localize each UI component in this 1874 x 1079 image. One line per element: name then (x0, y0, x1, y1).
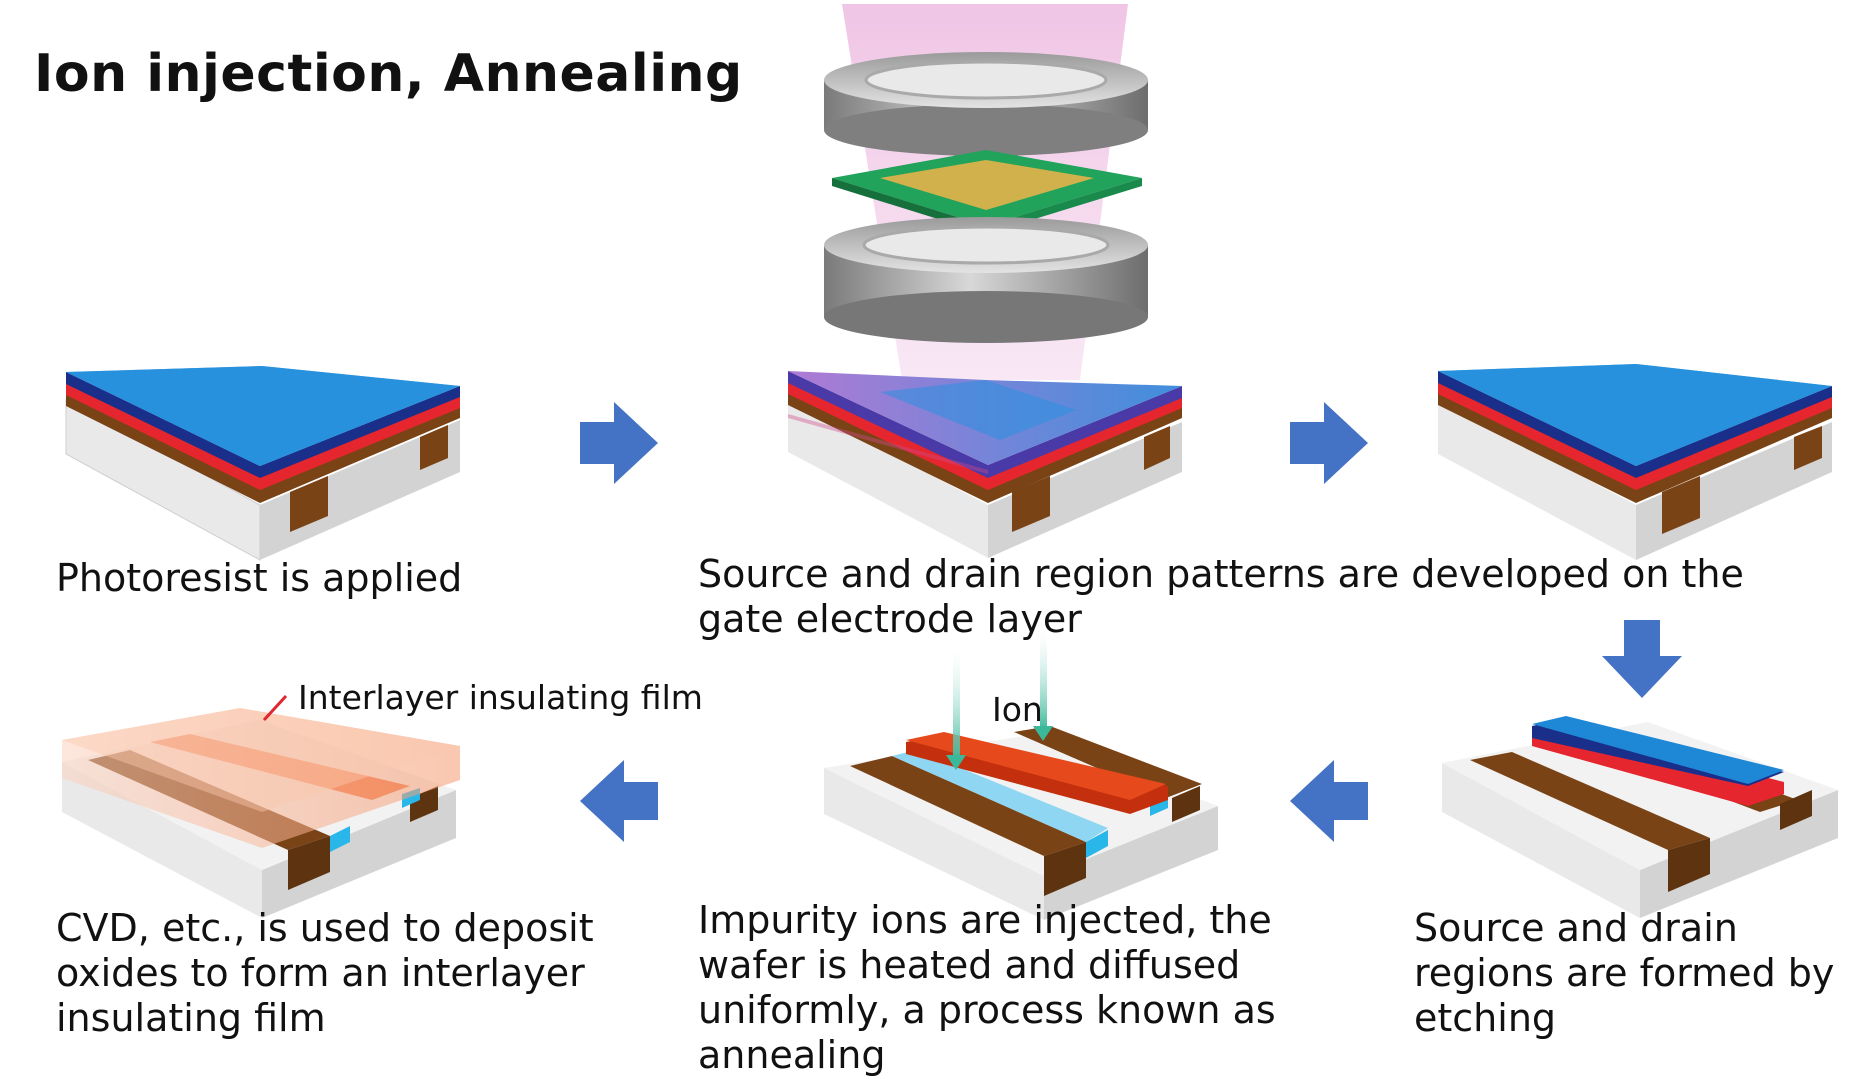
wafer-photoresist-applied (65, 366, 460, 561)
upper-lens (824, 52, 1148, 156)
wafer-exposure (788, 371, 1182, 558)
arrow-right-icon (1290, 402, 1368, 484)
caption-step4: Impurity ions are injected, the wafer is… (698, 898, 1276, 1077)
caption-step3: Source and drain regions are formed by e… (1414, 906, 1835, 1040)
interlayer-film-label: Interlayer insulating film (298, 678, 703, 717)
arrow-left-icon (1290, 760, 1368, 842)
caption-step2: Source and drain region patterns are dev… (698, 552, 1744, 641)
ion-arrow-right (1040, 630, 1047, 730)
page-title: Ion injection, Annealing (34, 44, 743, 104)
ion-arrow-left (953, 650, 960, 760)
film-leader-line (262, 694, 288, 722)
wafer-insulating-film (62, 694, 460, 918)
arrow-right-icon (580, 402, 658, 484)
lower-lens (824, 217, 1148, 343)
ion-label: Ion (992, 690, 1043, 729)
arrow-left-icon (580, 760, 658, 842)
wafer-implanted (824, 630, 1218, 920)
wafer-developed (1438, 364, 1832, 560)
insulating-film (62, 708, 460, 848)
wafer-etched (1442, 716, 1838, 918)
caption-step5: CVD, etc., is used to deposit oxides to … (56, 906, 594, 1040)
arrow-down-icon (1602, 620, 1682, 698)
ion-beam-apparatus (824, 4, 1148, 380)
caption-step1: Photoresist is applied (56, 556, 463, 600)
